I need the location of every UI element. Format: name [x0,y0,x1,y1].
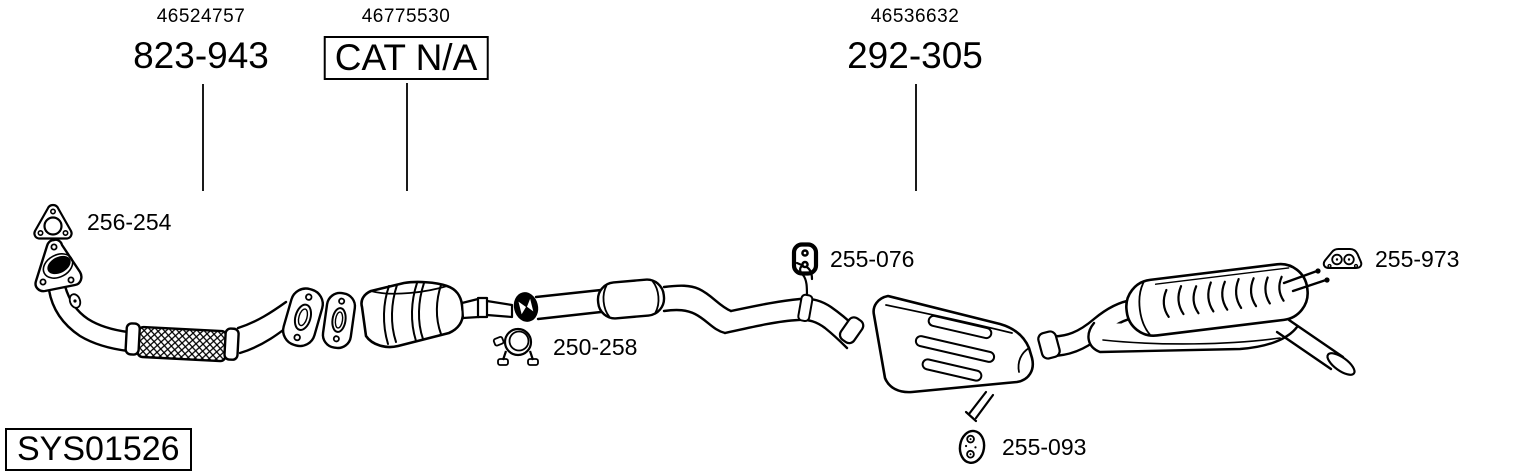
system-code-box: SYS01526 [5,428,192,471]
part-callout-bracket: 255-973 [1320,246,1459,272]
bracket-hanger-icon [1320,246,1364,272]
pipe-clamp-icon [490,324,542,370]
part-code: 256-254 [87,209,172,235]
callout-rear-silencer: 46536632 292-305 [847,6,983,76]
part-callout-hanger: 255-076 [791,242,914,276]
oe-reference-number: 46524757 [156,6,246,27]
part-code: 250-258 [553,334,638,360]
part-code-boxed: CAT N/A [323,36,489,80]
part-code: 292-305 [847,35,983,76]
flange-gasket-icon [30,202,76,242]
part-callout-mount: 255-093 [957,428,1086,466]
oe-reference-number: 46775530 [361,6,451,27]
part-code: 823-943 [133,35,269,76]
callout-front-pipe: 46524757 823-943 [133,6,269,76]
part-callout-gasket: 256-254 [30,202,171,242]
leader-line [202,84,204,191]
part-code: 255-093 [1002,434,1087,460]
leader-line [915,84,917,191]
leader-line [406,83,408,191]
callout-catalyst: 46775530 CAT N/A [323,6,489,80]
rubber-hanger-icon [791,242,819,276]
system-code: SYS01526 [17,430,180,468]
part-code: 255-076 [830,246,915,272]
part-callout-clamp: 250-258 [490,324,637,370]
rubber-mount-icon [957,428,991,466]
oe-reference-number: 46536632 [870,6,960,27]
part-code: 255-973 [1375,246,1460,272]
